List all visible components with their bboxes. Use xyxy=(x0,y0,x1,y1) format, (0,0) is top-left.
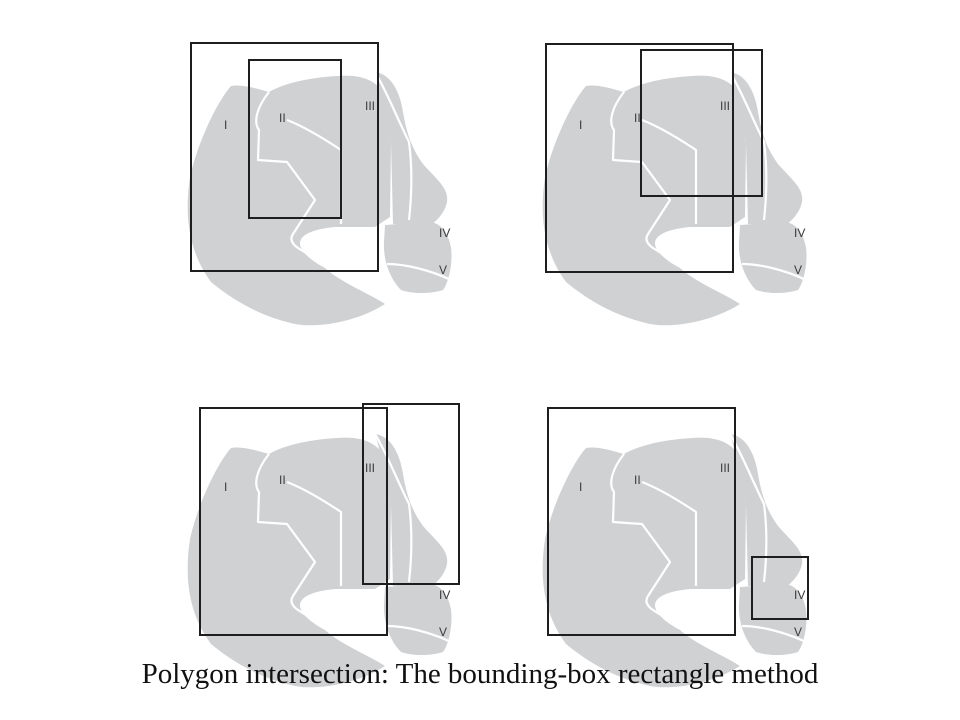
panel-bottom-left xyxy=(175,394,475,694)
region-v-bounding-box xyxy=(751,556,809,620)
panel-top-left xyxy=(175,32,475,332)
polygon-bounding-box xyxy=(545,43,734,273)
region-iv-bounding-box xyxy=(362,403,460,585)
region-map-diagram xyxy=(541,407,809,689)
polygon-bounding-box xyxy=(547,407,736,636)
region-map-diagram xyxy=(186,403,460,689)
region-map-diagram xyxy=(541,43,808,327)
panel-bottom-right xyxy=(530,394,830,694)
region-map-diagram xyxy=(186,42,453,327)
polygon-bounding-box xyxy=(199,407,388,636)
region-iii-bounding-box xyxy=(640,49,763,197)
region-ii-bounding-box xyxy=(248,59,342,219)
panel-top-right xyxy=(530,32,830,332)
polygon-bounding-box xyxy=(190,42,379,272)
figure-caption: Polygon intersection: The bounding-box r… xyxy=(141,658,819,690)
